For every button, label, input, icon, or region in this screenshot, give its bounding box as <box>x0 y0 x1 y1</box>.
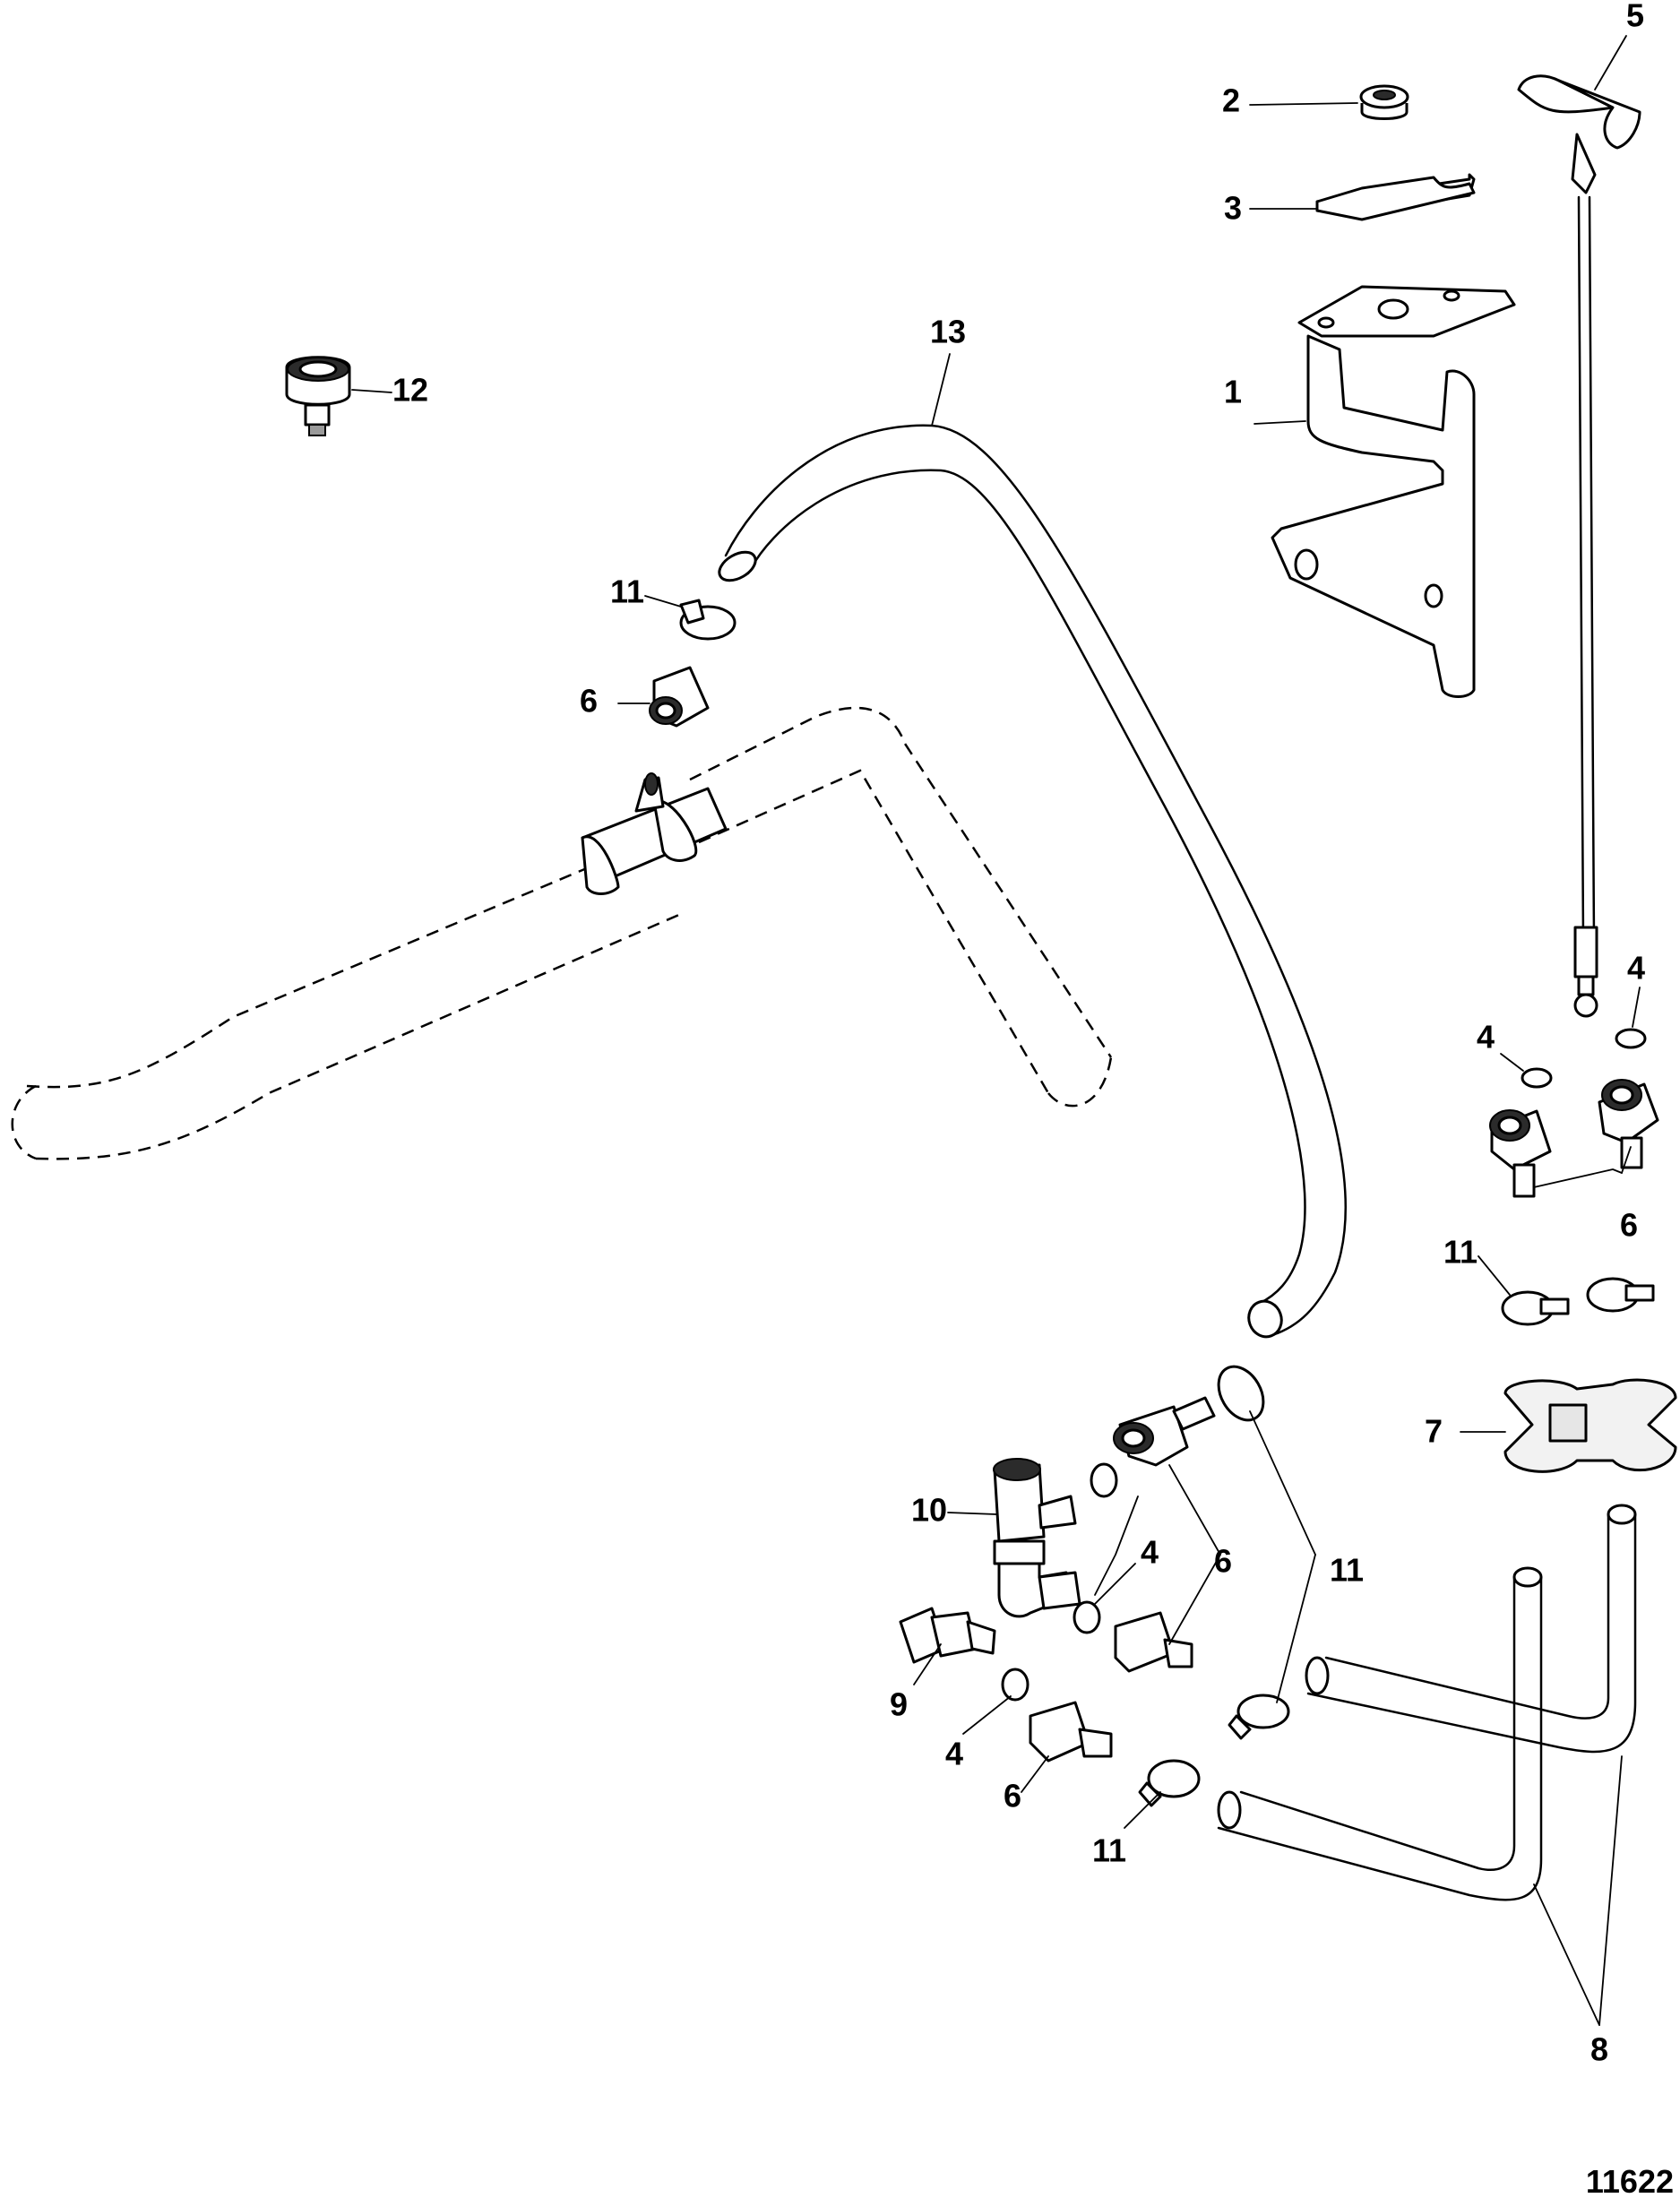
dipstick-5 <box>1517 74 1641 1018</box>
callout-5: 5 <box>1626 0 1644 34</box>
callout-labels: 1 2 3 4 4 4 4 5 6 6 6 6 7 8 9 10 11 11 1… <box>392 0 1645 2068</box>
grommet-2 <box>1359 84 1409 120</box>
callout-11: 11 <box>1330 1552 1364 1589</box>
callout-12: 12 <box>392 372 428 409</box>
adapter-9 <box>899 1607 996 1664</box>
cap-fitting-12 <box>285 356 351 436</box>
callout-11: 11 <box>610 573 644 610</box>
callout-11: 11 <box>1443 1234 1478 1271</box>
callout-4: 4 <box>1141 1534 1159 1571</box>
callout-2: 2 <box>1222 82 1240 119</box>
hoses-8 <box>1217 1504 1637 1901</box>
callout-6: 6 <box>580 683 598 720</box>
callout-1: 1 <box>1224 374 1242 410</box>
hose-13 <box>718 424 1348 1339</box>
callout-9: 9 <box>890 1686 908 1723</box>
reference-hose-tee <box>581 772 728 895</box>
callout-8: 8 <box>1590 2031 1608 2068</box>
callout-4: 4 <box>945 1736 963 1772</box>
callout-6: 6 <box>1620 1207 1638 1244</box>
callout-3: 3 <box>1224 190 1242 227</box>
callout-7: 7 <box>1425 1413 1443 1450</box>
callout-13: 13 <box>930 314 966 350</box>
clamps-11-middle <box>679 599 1290 1807</box>
figure-id: 11622 <box>1586 2163 1674 2198</box>
callout-6: 6 <box>1214 1543 1232 1580</box>
reference-hose-dashed <box>11 706 1113 1160</box>
elbow-fitting-10 <box>993 1458 1081 1618</box>
o-rings-4-middle <box>1001 1462 1118 1702</box>
o-ring-4-right <box>1521 1028 1647 1089</box>
bracket-1 <box>1271 285 1516 698</box>
callout-10: 10 <box>911 1492 947 1529</box>
fittings-6-middle <box>649 666 1216 1763</box>
callout-4: 4 <box>1627 950 1645 987</box>
fittings-6-right <box>1489 1079 1659 1198</box>
callout-11: 11 <box>1092 1832 1126 1869</box>
leader-lines <box>351 35 1641 2026</box>
callout-4: 4 <box>1477 1019 1495 1056</box>
plate-3 <box>1315 173 1476 221</box>
callout-6: 6 <box>1004 1778 1021 1814</box>
clip-7 <box>1503 1378 1677 1473</box>
clamps-11-right <box>1501 1277 1655 1326</box>
